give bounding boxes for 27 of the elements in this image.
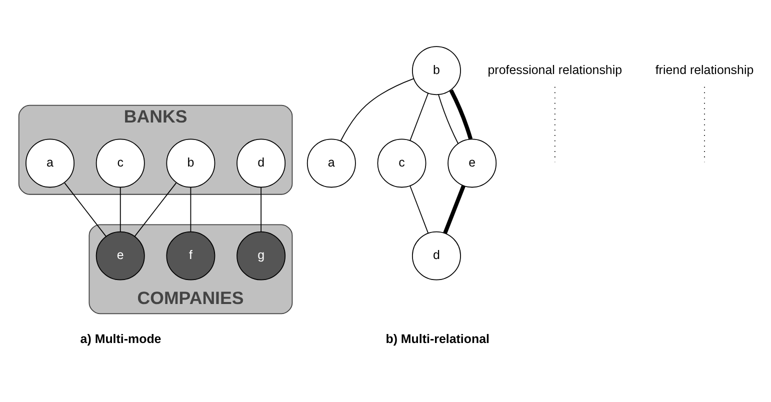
label: a) Multi-mode [80,331,162,346]
connector [260,186,262,232]
node-circle: c [96,138,145,188]
node-circle: a [306,138,356,188]
node-text: professional relationship [488,62,622,76]
node-text: friend relationship [655,62,754,76]
node-circle: g [236,230,286,280]
node-circle: b [412,46,461,95]
connector [190,186,192,232]
connector [134,182,177,236]
label: b) Multi-relational [386,331,490,346]
connector [410,184,429,233]
connector [438,94,459,144]
connector [443,184,466,234]
node-circle: f [166,230,216,280]
node-circle: d [412,230,461,280]
node-circle: d [236,138,286,188]
node-circle: e [448,138,497,188]
connector [64,182,106,236]
node-circle: e [96,230,145,280]
connector [449,88,473,140]
connector [410,92,429,140]
node-circle: b [166,138,216,188]
connector [340,78,414,141]
node-circle: c [377,138,426,188]
connector [120,186,121,232]
node-circle: a [26,138,74,188]
